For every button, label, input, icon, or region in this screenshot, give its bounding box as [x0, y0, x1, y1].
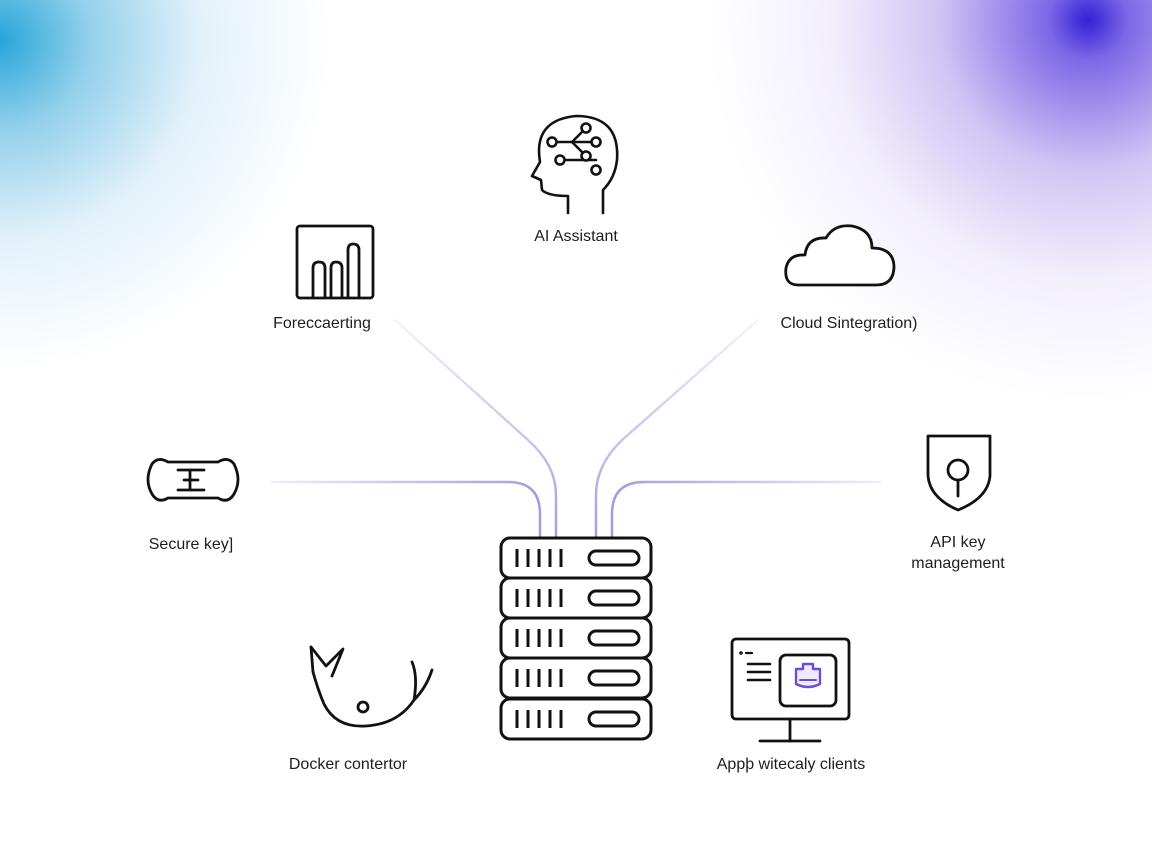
node-label-forecasting: Foreccaerting	[273, 315, 371, 332]
server-unit	[499, 536, 653, 580]
connector-cloud	[594, 318, 760, 542]
node-label-api-key-management: API key management	[911, 534, 1005, 572]
node-label-ai-assistant: AI Assistant	[534, 228, 618, 245]
node-label-docker-container: Docker contertor	[288, 756, 408, 773]
server-unit	[499, 697, 653, 741]
whale-icon	[309, 645, 434, 728]
connector-lines	[270, 266, 882, 542]
connector-api	[610, 480, 882, 542]
connector-forecast	[393, 318, 558, 542]
server-unit	[499, 656, 653, 700]
shield-keyhole-icon	[926, 434, 992, 512]
node-label-secure-key: Secure key]	[148, 536, 234, 553]
bar-chart-icon	[295, 224, 375, 300]
server-unit	[499, 576, 653, 620]
node-label-app-clients: Appþ witecaly clients	[716, 756, 866, 773]
server-rack-icon	[499, 536, 653, 741]
cloud-icon	[784, 224, 896, 287]
node-label-cloud-integration: Cloud Sintegration)	[780, 315, 918, 332]
head-circuit-icon	[530, 114, 619, 215]
server-unit	[499, 616, 653, 660]
key-capsule-icon	[146, 458, 240, 502]
monitor-app-icon	[730, 637, 851, 743]
connector-key	[270, 480, 542, 542]
